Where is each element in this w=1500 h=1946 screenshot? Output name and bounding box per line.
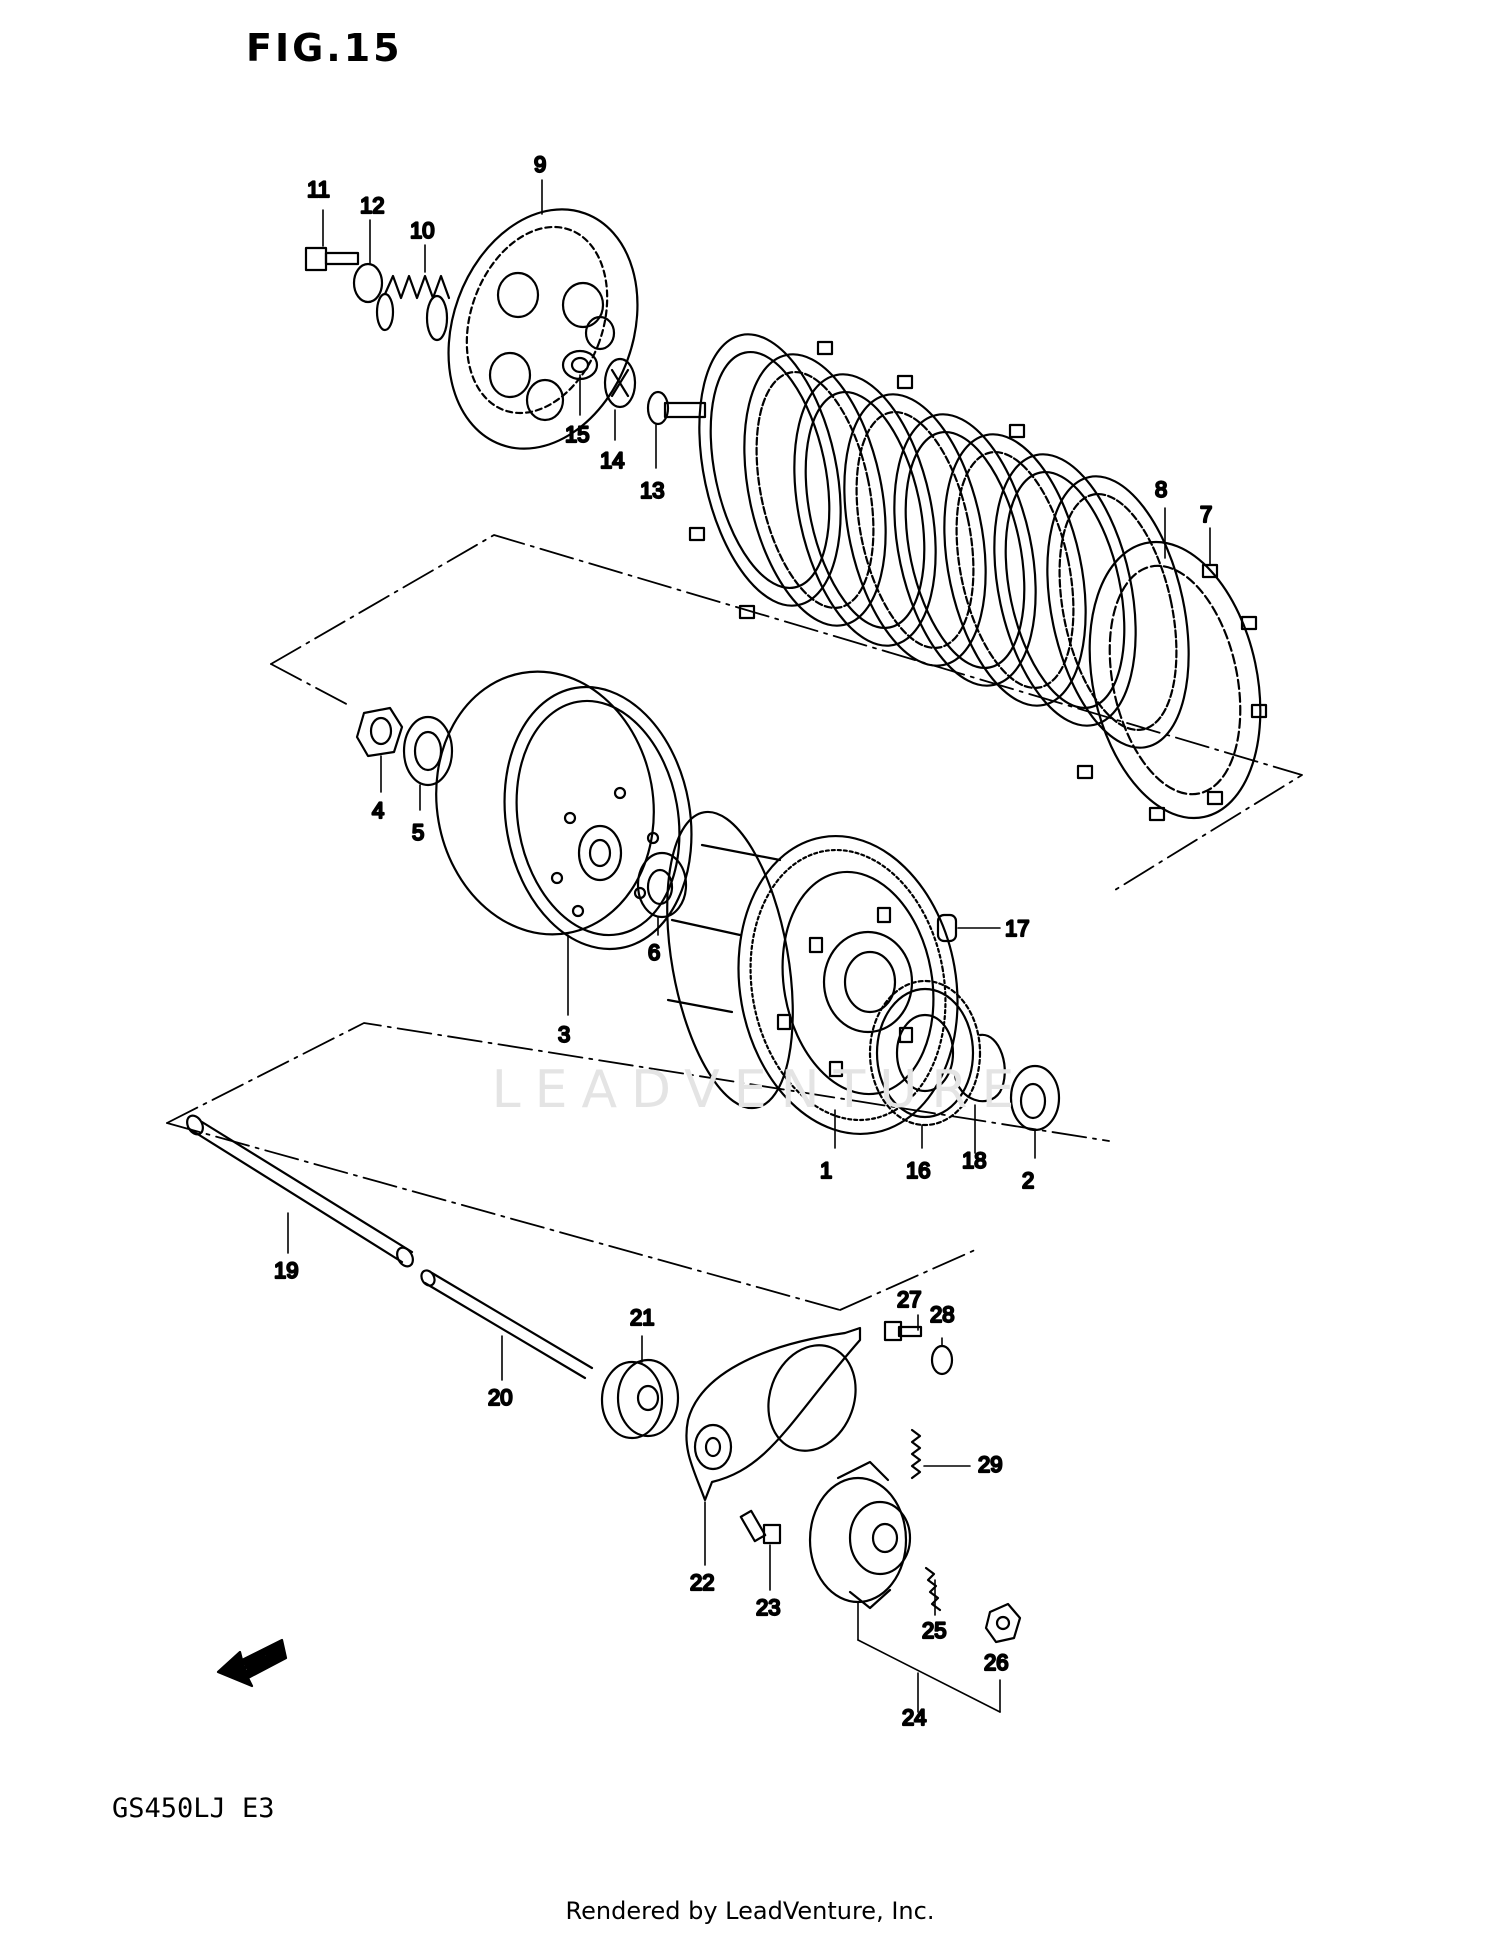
circlip-part — [953, 1033, 1006, 1103]
push-piece-part — [646, 390, 707, 426]
callout-11: 11 — [307, 177, 330, 202]
callout-16: 16 — [906, 1158, 930, 1183]
callout-6: 6 — [648, 940, 660, 965]
render-credit: Rendered by LeadVenture, Inc. — [565, 1897, 935, 1925]
callout-8: 8 — [1155, 477, 1167, 502]
callout-labels: 1 2 3 4 5 6 7 8 9 10 11 12 13 14 15 16 1… — [273, 151, 1213, 1731]
return-spring-part — [910, 1428, 922, 1480]
callout-leader-lines — [287, 179, 1211, 1713]
primary-gear-part — [868, 979, 982, 1127]
washer-part — [352, 262, 384, 304]
callout-22: 22 — [690, 1570, 714, 1595]
clutch-housing-part — [666, 810, 959, 1136]
assembly-boundary-lines — [166, 534, 1303, 1311]
callout-20: 20 — [488, 1385, 512, 1410]
watermark: LEADVENTURE — [491, 1060, 1029, 1120]
release-cover-part — [808, 1460, 912, 1610]
callout-27: 27 — [897, 1287, 921, 1312]
gasket-washer-part — [930, 1344, 954, 1376]
callout-14: 14 — [600, 448, 624, 473]
callout-28: 28 — [930, 1302, 954, 1327]
adjust-screw-part — [924, 1566, 942, 1612]
bearing-part — [603, 357, 637, 409]
callout-17: 17 — [1005, 916, 1029, 941]
callout-23: 23 — [756, 1595, 780, 1620]
thrust-washer-part — [636, 851, 688, 919]
callout-19: 19 — [274, 1258, 298, 1283]
callout-13: 13 — [640, 478, 664, 503]
clutch-plates-stack — [688, 333, 1268, 822]
push-rod-long-part — [186, 1114, 414, 1268]
callout-26: 26 — [984, 1650, 1008, 1675]
clutch-spring-part — [375, 274, 451, 342]
callout-7: 7 — [1200, 502, 1212, 527]
callout-29: 29 — [978, 1452, 1002, 1477]
lock-washer-part — [402, 715, 454, 787]
callout-2: 2 — [1022, 1168, 1034, 1193]
gasket-part — [685, 1326, 862, 1502]
push-rod-short-part — [420, 1269, 594, 1380]
callout-10: 10 — [410, 218, 434, 243]
callout-1: 1 — [820, 1158, 832, 1183]
cover-bolt-part — [739, 1509, 782, 1545]
callout-12: 12 — [360, 193, 384, 218]
damper-spring-part — [936, 913, 958, 943]
bolt-part — [304, 246, 360, 272]
callout-18: 18 — [962, 1148, 986, 1173]
callout-15: 15 — [565, 422, 589, 447]
nut-part — [355, 706, 404, 758]
callout-5: 5 — [412, 820, 424, 845]
callout-25: 25 — [922, 1618, 946, 1643]
clutch-sleeve-hub-part — [435, 670, 693, 951]
model-code: GS450LJ E3 — [112, 1793, 275, 1824]
figure-title: FIG.15 — [246, 26, 403, 70]
adjust-nut-part — [984, 1602, 1022, 1644]
callout-21: 21 — [630, 1305, 654, 1330]
forward-arrow-icon: FWD — [216, 1638, 288, 1688]
callout-4: 4 — [372, 798, 384, 823]
callout-24: 24 — [902, 1705, 926, 1730]
callout-3: 3 — [558, 1022, 570, 1047]
gasket-bolt-part — [883, 1320, 923, 1342]
oil-seal-part — [600, 1358, 680, 1440]
pressure-plate-part — [447, 208, 639, 450]
callout-9: 9 — [534, 152, 546, 177]
